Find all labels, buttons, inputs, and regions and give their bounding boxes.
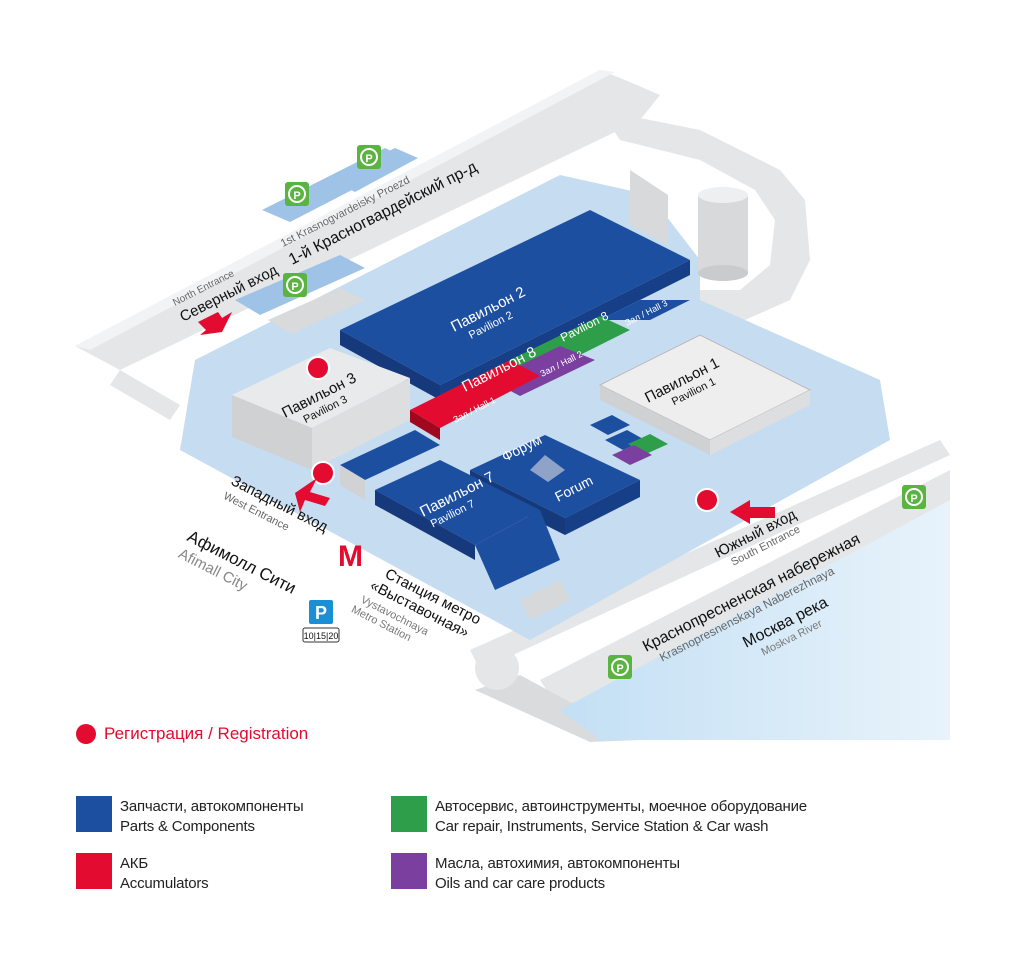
parking-sign-4: P — [902, 485, 926, 509]
parking-sign-5: P — [608, 655, 632, 679]
pavilion-7[interactable] — [340, 430, 570, 620]
legend-item-accumulators-en: Accumulators — [120, 875, 209, 892]
legend-item-car-repair-ru: Автосервис, автоинструменты, моечное обо… — [435, 798, 807, 815]
legend-item-parts: Запчасти, автокомпоненты Parts & Compone… — [76, 796, 304, 837]
west-entrance-arrow — [295, 478, 330, 512]
road-network — [75, 70, 950, 742]
east-road — [600, 110, 810, 320]
office-building — [630, 170, 668, 245]
pavilion-3[interactable] — [232, 348, 410, 470]
svg-text:P: P — [315, 603, 327, 623]
svg-text:P: P — [910, 493, 917, 505]
legend-item-parts-en: Parts & Components — [120, 818, 255, 835]
legend-item-oils-en: Oils and car care products — [435, 875, 605, 892]
swatch-blue — [76, 796, 112, 832]
north-entrance-arrow — [198, 312, 232, 335]
north-road — [75, 70, 660, 370]
exhibition-ground — [180, 175, 890, 640]
registration-dot-icon — [76, 724, 96, 744]
registration-point-west[interactable] — [311, 461, 335, 485]
legend-item-car-repair: Автосервис, автоинструменты, моечное обо… — [391, 796, 807, 837]
legend-item-parts-ru: Запчасти, автокомпоненты — [120, 798, 304, 815]
hall-1-red[interactable] — [410, 360, 540, 428]
svg-text:P: P — [291, 281, 298, 293]
svg-text:P: P — [365, 153, 372, 165]
legend-item-oils-ru: Масла, автохимия, автокомпоненты — [435, 855, 680, 872]
legend-item-accumulators-ru: АКБ — [120, 855, 148, 872]
legend-item-accumulators: АКБ Accumulators — [76, 853, 209, 894]
west-road-loop — [110, 370, 180, 420]
legend-item-oils: Масла, автохимия, автокомпоненты Oils an… — [391, 853, 680, 894]
south-entrance-arrow — [730, 500, 775, 524]
svg-text:10|15|20: 10|15|20 — [304, 631, 339, 641]
svg-text:P: P — [616, 663, 623, 675]
south-road — [470, 440, 950, 670]
bus-route-sign: 10|15|20 — [302, 627, 340, 643]
parking-sign-1: P — [357, 145, 381, 169]
parking-sign-2: P — [285, 182, 309, 206]
tower-building — [698, 187, 748, 281]
svg-text:P: P — [293, 190, 300, 202]
hall-3[interactable] — [600, 300, 690, 320]
registration-point-north[interactable] — [306, 356, 330, 380]
swatch-red — [76, 853, 112, 889]
pavilion-8[interactable] — [410, 300, 690, 440]
embankment-road — [540, 470, 950, 710]
moskva-river — [560, 500, 950, 740]
legend-registration: Регистрация / Registration — [76, 724, 308, 744]
metro-parking-sign: P — [309, 600, 333, 624]
legend-item-car-repair-en: Car repair, Instruments, Service Station… — [435, 818, 769, 835]
swatch-green — [391, 796, 427, 832]
pavilion-1[interactable] — [598, 334, 812, 455]
swatch-purple — [391, 853, 427, 889]
registration-point-south[interactable] — [695, 488, 719, 512]
north-road-top — [75, 70, 615, 350]
legend-registration-label: Регистрация / Registration — [104, 724, 309, 743]
metro-icon: M — [338, 540, 363, 573]
parking-sign-3: P — [283, 273, 307, 297]
